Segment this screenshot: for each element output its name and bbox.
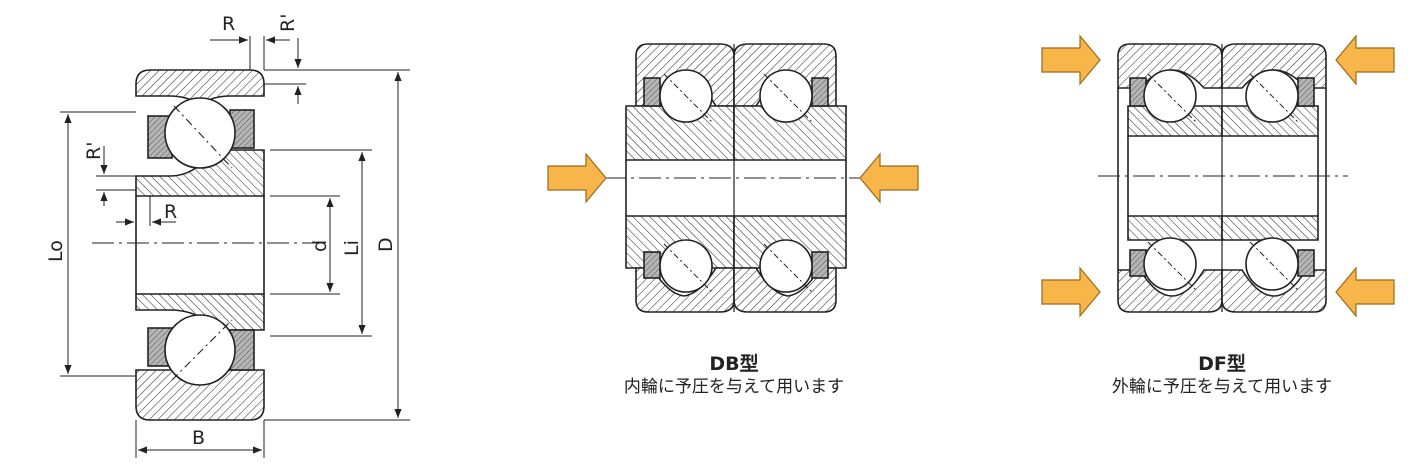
- dim-label-d-outer: D: [375, 237, 397, 252]
- df-arrangement: [1098, 43, 1348, 313]
- db-right-seal-top: [811, 77, 829, 107]
- df-arrow-bottom-left: [1041, 266, 1101, 318]
- df-arrow-top-left: [1041, 34, 1101, 86]
- df-right-outer-bottom: [1221, 269, 1327, 313]
- dim-label-rprime-left: R': [83, 142, 105, 160]
- df-arrows: [1041, 34, 1395, 318]
- db-caption: DB型 内輪に予圧を与えて用います: [574, 352, 894, 398]
- dim-label-d: d: [309, 240, 331, 252]
- df-subtitle: 外輪に予圧を与えて用います: [1111, 377, 1333, 397]
- db-arrows: [547, 152, 919, 204]
- dim-label-lo: Lo: [45, 240, 67, 262]
- dim-label-li: Li: [341, 240, 363, 256]
- db-title: DB型: [709, 353, 759, 375]
- db-arrow-right: [859, 152, 919, 204]
- df-right-seal-bottom: [1297, 249, 1315, 277]
- db-right-outer-bottom: [733, 267, 837, 313]
- db-left-seal-bottom: [643, 251, 661, 279]
- db-right-seal-bottom: [811, 251, 829, 279]
- df-arrow-bottom-right: [1335, 266, 1395, 318]
- dim-label-rprime-top: R': [277, 14, 299, 32]
- df-left-inner-bottom: [1127, 215, 1223, 241]
- df-caption: DF型 外輪に予圧を与えて用います: [1062, 352, 1382, 398]
- df-arrow-top-right: [1335, 34, 1395, 86]
- df-title: DF型: [1198, 353, 1246, 375]
- dim-label-r-top: R: [222, 13, 235, 35]
- lower-ball: [164, 314, 236, 386]
- db-left-seal-top: [643, 77, 661, 107]
- df-right-seal-top: [1297, 77, 1315, 107]
- dim-label-r-left: R: [164, 201, 177, 223]
- db-arrow-left: [547, 152, 607, 204]
- df-right-inner-bottom: [1221, 215, 1319, 241]
- db-subtitle: 内輪に予圧を与えて用います: [623, 377, 845, 397]
- db-arrangement: [604, 43, 868, 313]
- single-bearing-section: [92, 69, 318, 421]
- dim-label-b: B: [192, 427, 205, 449]
- dimension-lines: [60, 36, 410, 458]
